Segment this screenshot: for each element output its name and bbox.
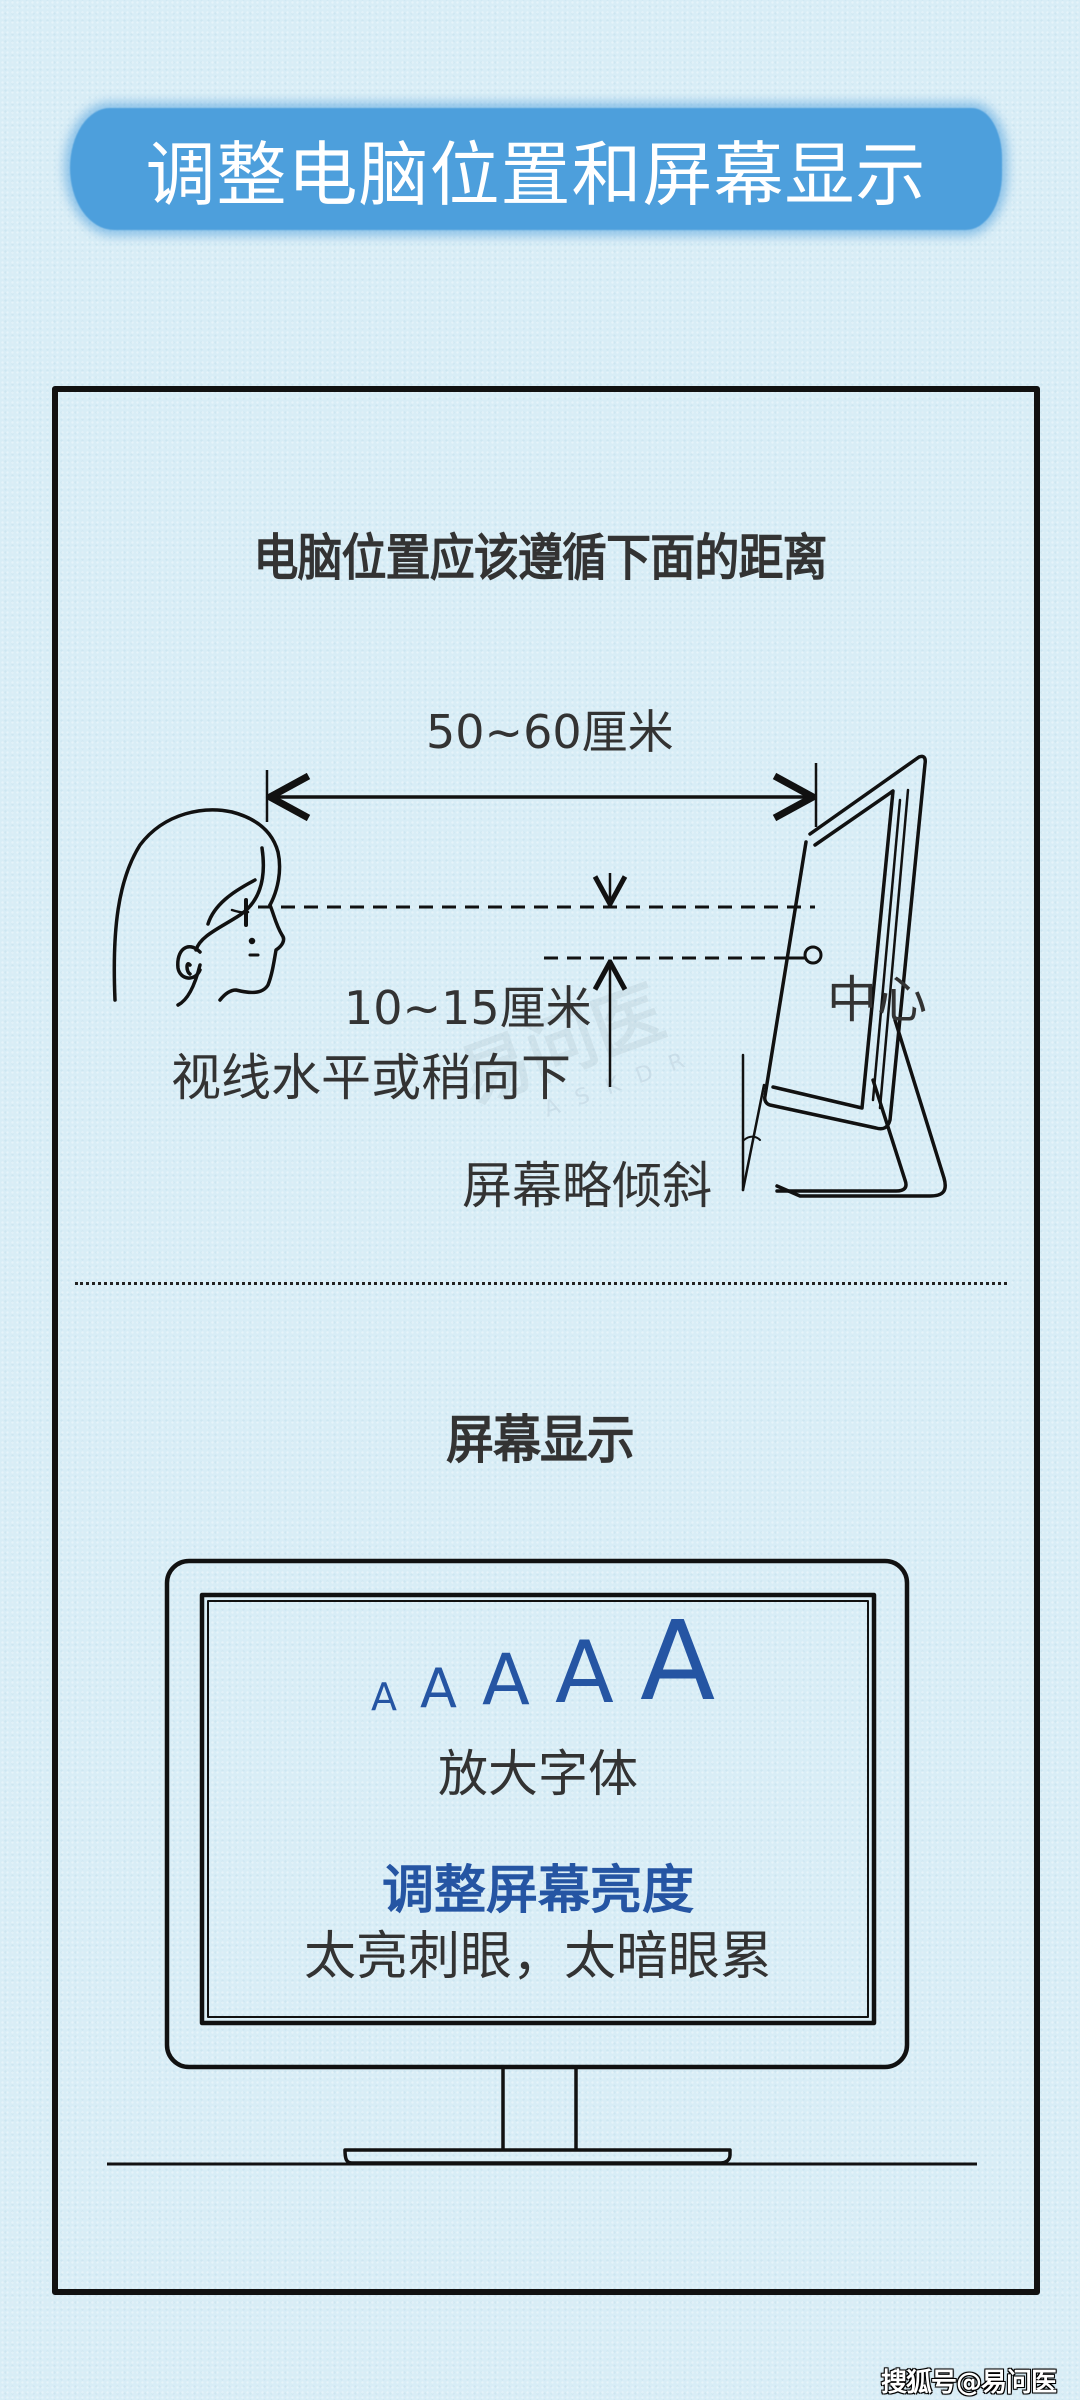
font-demo-a3: A [482,1639,530,1721]
font-demo-a4: A [555,1623,614,1723]
font-demo-a5: A [640,1597,716,1725]
section-heading-distance: 电脑位置应该遵循下面的距离 [253,529,827,587]
center-point-icon [803,945,823,965]
section-divider [75,1282,1007,1285]
brightness-note: 太亮刺眼，太暗眼累 [303,1927,772,1987]
vertical-offset-label: 10~15厘米 [344,981,592,1035]
head-profile-icon [112,808,286,1007]
brightness-heading: 调整屏幕亮度 [381,1861,694,1921]
footer-credit: 搜狐号@易问医 [880,2368,1057,2398]
content-frame [52,386,1040,2295]
enlarge-font-label: 放大字体 [438,1745,638,1803]
monitor-front-view-icon [107,1558,977,2166]
monitor-side-view-icon [741,754,947,1198]
center-label: 中心 [827,971,927,1029]
font-demo-a1: A [371,1675,397,1719]
section-heading-screen: 屏幕显示 [446,1411,635,1471]
title-banner-background [70,108,1002,230]
page-title: 调整电脑位置和屏幕显示 [145,133,927,216]
distance-label: 50~60厘米 [426,705,674,759]
gaze-label: 视线水平或稍向下 [171,1049,571,1107]
font-demo-a2: A [420,1657,457,1720]
tilt-label: 屏幕略倾斜 [462,1157,712,1215]
